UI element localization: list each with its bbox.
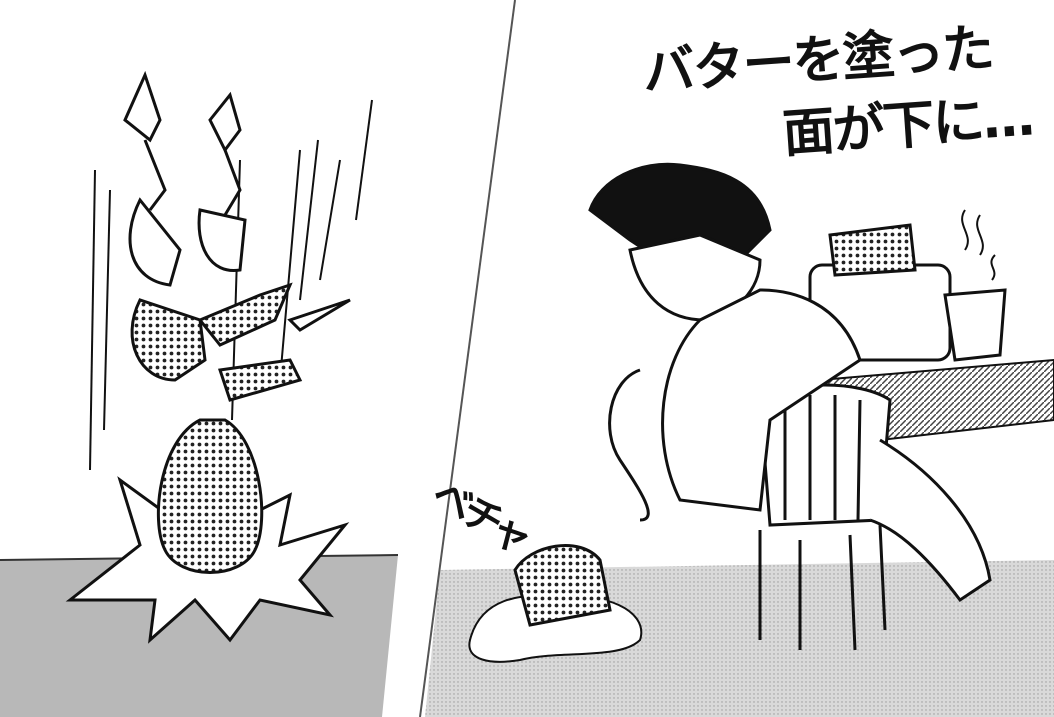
coffee-mug	[943, 288, 1007, 362]
right-panel	[419, 0, 1054, 717]
panel-divider	[419, 0, 516, 717]
speed-lines	[89, 99, 373, 471]
man-arm	[608, 368, 650, 522]
toast-in-toaster	[828, 223, 917, 277]
left-panel-background	[0, 0, 470, 717]
man-body	[661, 288, 862, 512]
falling-toast	[156, 418, 264, 574]
steam	[961, 209, 996, 281]
falling-figure	[123, 70, 351, 402]
chair	[758, 383, 892, 651]
man-legs	[869, 438, 992, 603]
left-panel	[0, 0, 470, 717]
dropped-toast	[513, 544, 612, 627]
man	[588, 162, 992, 603]
